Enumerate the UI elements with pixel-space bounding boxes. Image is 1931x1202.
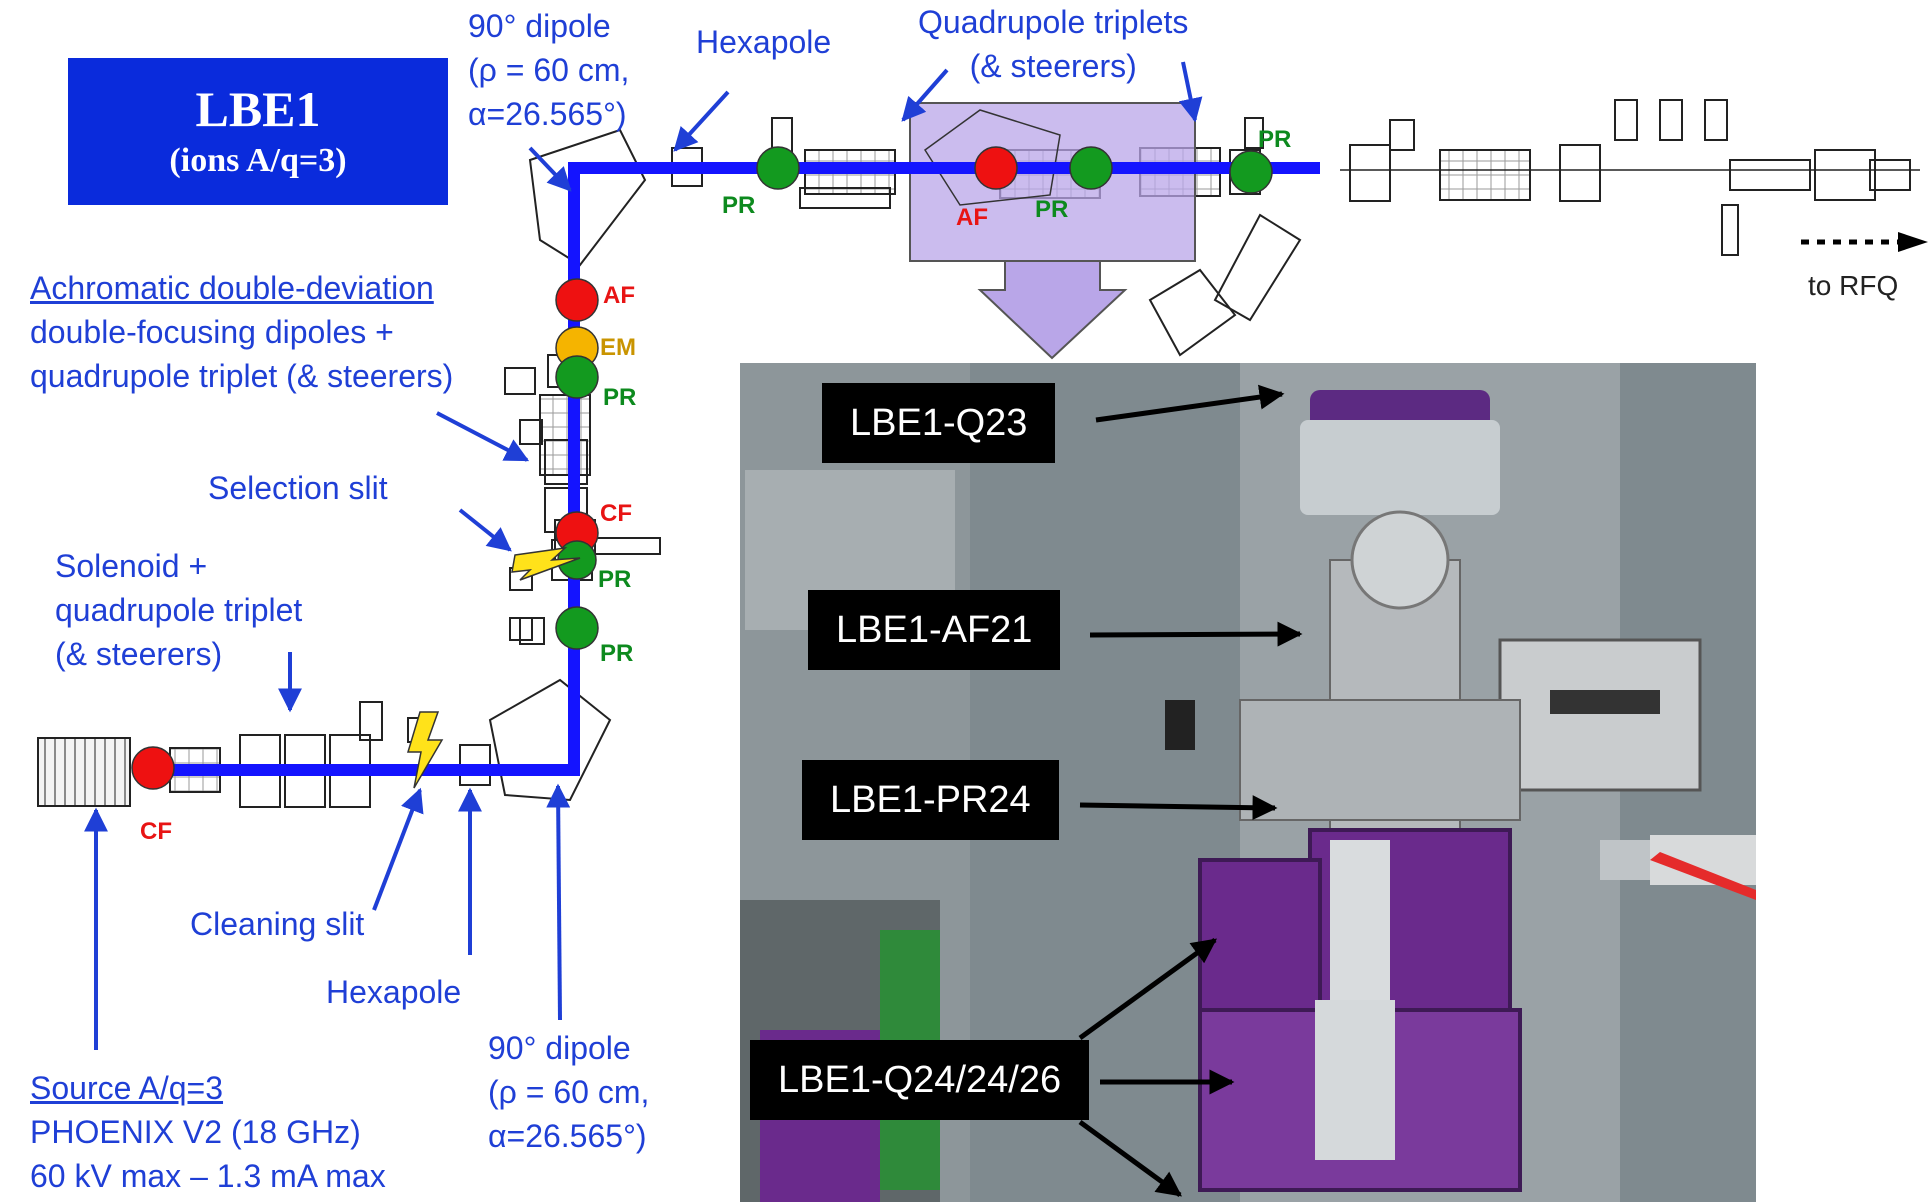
photo-tag-arrows (0, 0, 1931, 1202)
